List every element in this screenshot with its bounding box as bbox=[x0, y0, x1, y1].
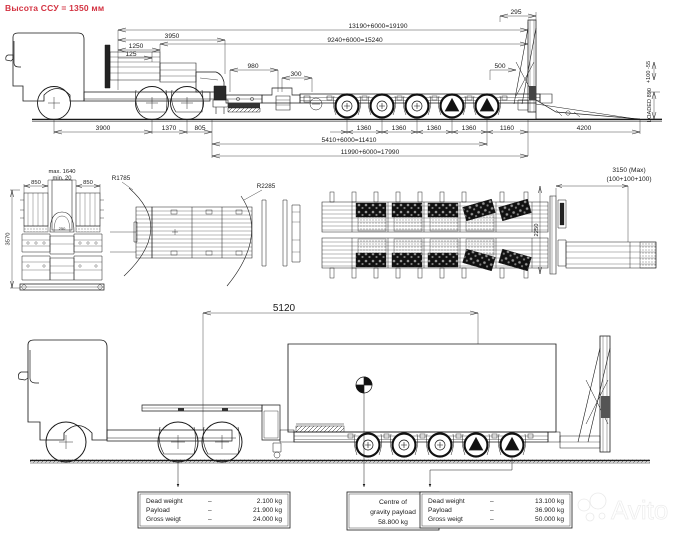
cg-line-2: 58.800 kg bbox=[378, 519, 408, 526]
trailer-weight-row-2-label: Gross weigt bbox=[428, 516, 463, 523]
dim-step-length: 300 bbox=[290, 71, 301, 78]
dim-overall-height: 3570 bbox=[6, 233, 12, 246]
dim-side-width-right: 850 bbox=[83, 180, 93, 186]
dim-deck-top: 9240+6000=15240 bbox=[327, 37, 383, 44]
cg-line-0: Centre of bbox=[379, 499, 407, 506]
page-title: Высота ССУ = 1350 мм bbox=[5, 3, 105, 13]
trailer-weight-row-1-label: Payload bbox=[428, 507, 452, 514]
dim-kingpin-to-last-axle: 5410+6000=11410 bbox=[322, 137, 377, 144]
tractor-weight-row-2-dash: – bbox=[208, 516, 212, 523]
dim-cg-distance: 5120 bbox=[273, 303, 296, 314]
trailer-weight-row-1-dash: – bbox=[490, 507, 494, 514]
dim-turn-radius-outer: R2285 bbox=[257, 183, 276, 190]
cg-line-1: gravity payload bbox=[370, 509, 416, 516]
dim-rear-axle-to-kingpin: 805 bbox=[194, 125, 205, 132]
tractor-weight-row-1-dash: – bbox=[208, 507, 212, 514]
dim-side-width-left: 850 bbox=[31, 180, 41, 186]
dim-bogie-spread: 1370 bbox=[162, 125, 177, 132]
dim-max-width: 3150 (Max) bbox=[612, 167, 645, 174]
tractor-weight-row-1-value: 21.900 kg bbox=[253, 507, 282, 514]
dim-kingpin-to-rear: 11990+6000=17990 bbox=[341, 149, 400, 156]
dim-loaded-deck-height: LOADED 890 bbox=[647, 88, 653, 122]
dim-axle-pitch-4: 1360 bbox=[462, 125, 477, 132]
dim-ramp-length: 4200 bbox=[577, 125, 592, 132]
tractor-weight-row-2-label: Gross weigt bbox=[146, 516, 181, 523]
dim-min-track: min. 20 bbox=[52, 176, 71, 182]
tractor-weight-row-0-value: 2.100 kg bbox=[257, 498, 283, 505]
tractor-weight-row-1-label: Payload bbox=[146, 507, 170, 514]
trailer-weight-row-0-label: Dead weight bbox=[428, 498, 465, 505]
dim-last-axle-to-rear: 1160 bbox=[500, 125, 515, 132]
dim-front-overhang-small: 125 bbox=[125, 51, 136, 58]
dim-width-extensions: (100+100+100) bbox=[606, 176, 651, 183]
dim-ramp-pivot: 500 bbox=[494, 63, 505, 70]
dim-gooseneck-height: 980 bbox=[247, 63, 258, 70]
dim-axle-pitch-3: 1360 bbox=[427, 125, 442, 132]
dim-ride-height-tolerance: +100 -55 bbox=[646, 61, 652, 83]
dim-turn-radius-inner: R1785 bbox=[112, 175, 131, 182]
trailer-weight-row-2-value: 50.000 kg bbox=[535, 516, 564, 523]
trailer-weight-row-0-value: 13.100 kg bbox=[535, 498, 564, 505]
tractor-weight-row-2-value: 24.000 kg bbox=[253, 516, 282, 523]
dim-rear-post-offset: 295 bbox=[510, 9, 521, 16]
tractor-weight-row-0-dash: – bbox=[208, 498, 212, 505]
dim-fifth-wheel-to-neck: 3950 bbox=[165, 33, 180, 40]
dim-axle-pitch-2: 1360 bbox=[392, 125, 407, 132]
dim-overall-top: 13190+6000=19190 bbox=[348, 23, 407, 30]
trailer-weight-row-0-dash: – bbox=[490, 498, 494, 505]
svg-text:250: 250 bbox=[59, 226, 66, 231]
trailer-weight-row-1-value: 36.900 kg bbox=[535, 507, 564, 514]
dim-max-track: max. 1640 bbox=[48, 169, 75, 175]
tractor-weight-row-0-label: Dead weight bbox=[146, 498, 183, 505]
dim-deck-width: 2250 bbox=[534, 224, 540, 237]
dim-tractor-wheelbase: 3900 bbox=[96, 125, 111, 132]
dim-kingpin-offset: 1250 bbox=[129, 43, 144, 50]
trailer-weight-row-2-dash: – bbox=[490, 516, 494, 523]
dim-axle-pitch-1: 1360 bbox=[357, 125, 372, 132]
